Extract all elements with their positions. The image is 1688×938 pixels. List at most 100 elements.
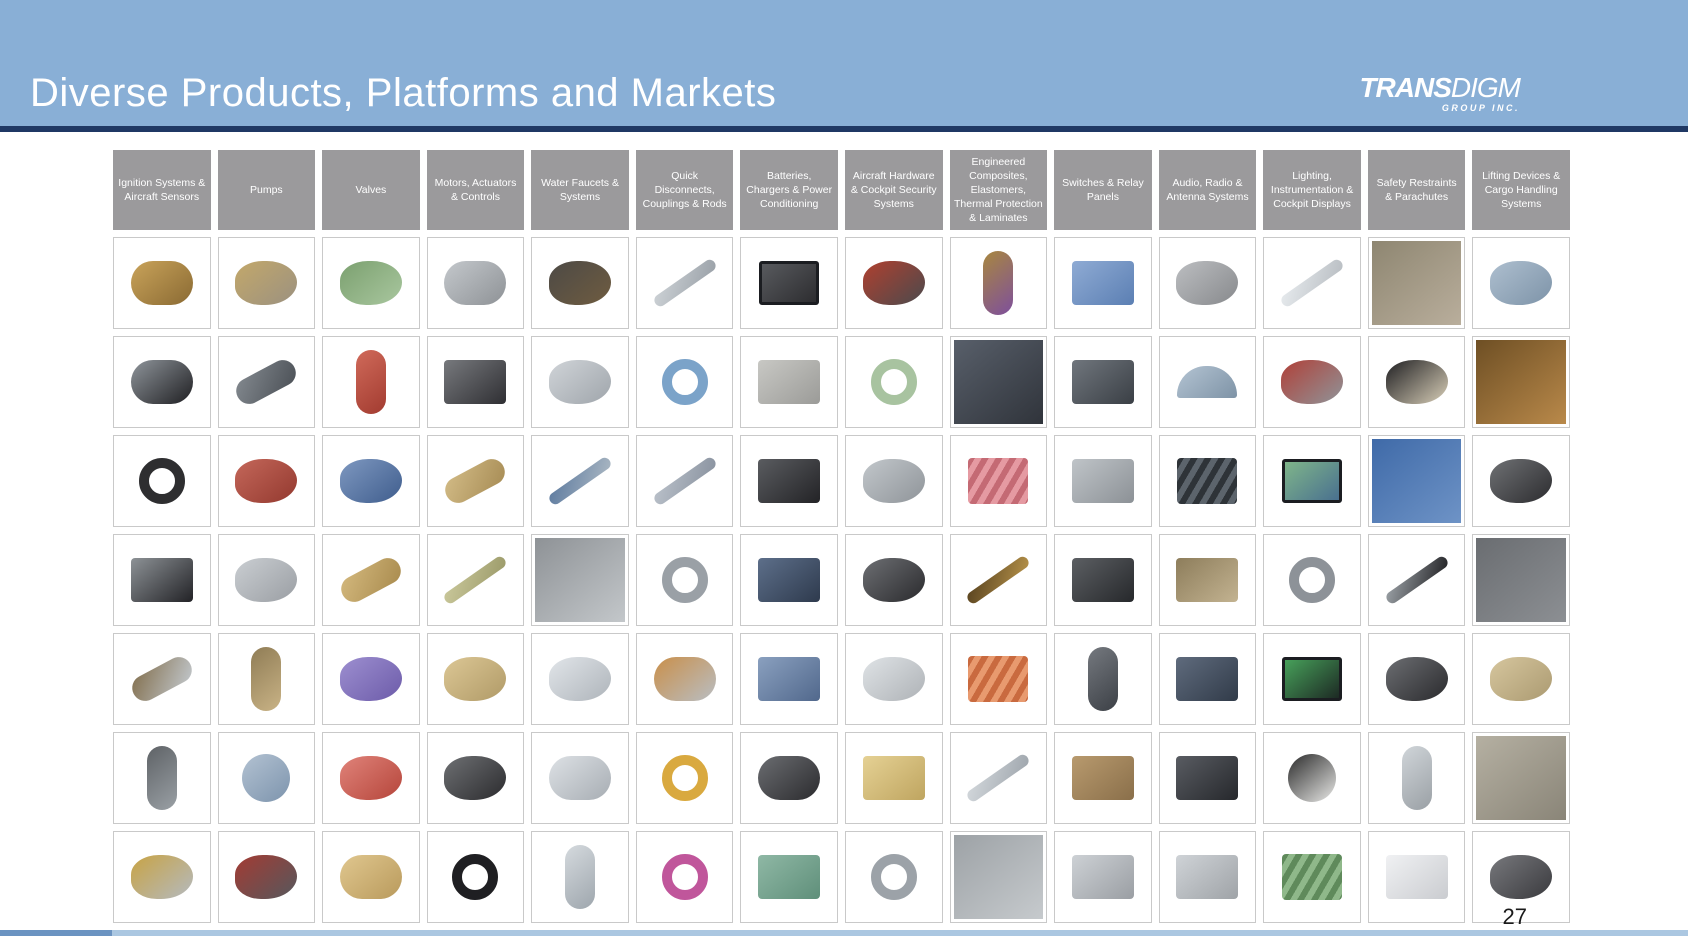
column-header: Motors, Actuators & Controls bbox=[426, 150, 525, 230]
product-cell bbox=[635, 336, 734, 428]
product-photo bbox=[661, 854, 708, 900]
transdigm-logo: TRANSDIGM GROUP INC. bbox=[1359, 74, 1521, 113]
column-header: Valves bbox=[322, 150, 420, 230]
product-photo bbox=[1281, 360, 1344, 404]
product-photo bbox=[251, 647, 282, 711]
product-cell bbox=[740, 732, 838, 824]
product-photo bbox=[1176, 855, 1239, 899]
product-photo bbox=[444, 756, 507, 800]
product-photo bbox=[235, 855, 298, 899]
page-title: Diverse Products, Platforms and Markets bbox=[30, 71, 777, 115]
product-photo bbox=[862, 657, 925, 701]
product-cell bbox=[113, 237, 211, 329]
product-photo bbox=[1490, 855, 1553, 899]
product-cell bbox=[1472, 633, 1570, 725]
product-cell bbox=[531, 732, 629, 824]
product-cell bbox=[635, 534, 734, 626]
product-cell bbox=[635, 237, 734, 329]
product-cell bbox=[1158, 237, 1257, 329]
product-photo bbox=[549, 360, 612, 404]
product-photo bbox=[452, 854, 499, 900]
product-cell bbox=[740, 831, 838, 923]
product-photo bbox=[759, 261, 820, 305]
product-photo bbox=[442, 554, 509, 606]
product-cell bbox=[844, 336, 943, 428]
product-photo bbox=[1071, 261, 1134, 305]
product-photo bbox=[1177, 366, 1238, 398]
product-cell bbox=[426, 336, 525, 428]
product-photo bbox=[953, 835, 1044, 919]
product-cell bbox=[1472, 732, 1570, 824]
product-cell bbox=[740, 435, 838, 527]
product-cell bbox=[844, 633, 943, 725]
column-header: Aircraft Hardware & Cockpit Security Sys… bbox=[844, 150, 943, 230]
product-photo bbox=[547, 455, 613, 507]
product-cell bbox=[217, 435, 316, 527]
product-cell bbox=[1158, 435, 1257, 527]
product-cell bbox=[1158, 732, 1257, 824]
column-header: Pumps bbox=[217, 150, 316, 230]
product-cell bbox=[1054, 732, 1152, 824]
column-header: Ignition Systems & Aircraft Sensors bbox=[113, 150, 211, 230]
product-photo bbox=[130, 261, 193, 305]
product-cell bbox=[322, 831, 420, 923]
product-cell bbox=[217, 633, 316, 725]
product-photo bbox=[758, 855, 821, 899]
product-cell bbox=[1472, 336, 1570, 428]
product-cell bbox=[113, 633, 211, 725]
product-photo bbox=[1490, 459, 1553, 503]
product-cell bbox=[1263, 534, 1361, 626]
product-photo bbox=[983, 251, 1014, 315]
product-photo bbox=[1476, 736, 1566, 820]
product-photo bbox=[1385, 855, 1448, 899]
product-cell bbox=[1367, 237, 1466, 329]
column-header: Engineered Composites, Elastomers, Therm… bbox=[949, 150, 1048, 230]
product-cell bbox=[635, 435, 734, 527]
product-cell bbox=[1367, 633, 1466, 725]
product-photo bbox=[965, 752, 1032, 804]
product-cell bbox=[531, 435, 629, 527]
product-cell bbox=[1367, 831, 1466, 923]
product-photo bbox=[549, 657, 612, 701]
product-photo bbox=[1071, 360, 1134, 404]
title-bar: Diverse Products, Platforms and Markets … bbox=[0, 0, 1688, 132]
product-cell bbox=[1367, 534, 1466, 626]
column-header: Water Faucets & Systems bbox=[531, 150, 629, 230]
column-header: Lifting Devices & Cargo Handling Systems bbox=[1472, 150, 1570, 230]
product-cell bbox=[1472, 237, 1570, 329]
product-photo bbox=[862, 459, 925, 503]
product-cell bbox=[635, 732, 734, 824]
product-photo bbox=[870, 359, 917, 405]
product-photo bbox=[1176, 756, 1239, 800]
product-photo bbox=[339, 855, 402, 899]
product-photo bbox=[870, 854, 917, 900]
product-photo bbox=[1401, 746, 1432, 810]
column-header: Audio, Radio & Antenna Systems bbox=[1158, 150, 1257, 230]
product-cell bbox=[531, 237, 629, 329]
product-photo bbox=[758, 459, 821, 503]
product-photo bbox=[130, 558, 193, 602]
product-cell bbox=[113, 831, 211, 923]
product-photo bbox=[661, 755, 708, 801]
product-cell bbox=[426, 435, 525, 527]
product-photo bbox=[758, 657, 821, 701]
product-photo bbox=[565, 845, 596, 909]
product-photo bbox=[653, 657, 716, 701]
product-photo bbox=[1279, 257, 1345, 309]
product-cell bbox=[1263, 732, 1361, 824]
product-cell bbox=[1367, 336, 1466, 428]
product-cell bbox=[1367, 732, 1466, 824]
product-photo bbox=[339, 756, 402, 800]
product-photo bbox=[1071, 459, 1134, 503]
product-photo bbox=[130, 855, 193, 899]
logo-subtitle: GROUP INC. bbox=[1441, 103, 1520, 113]
product-cell bbox=[531, 831, 629, 923]
product-cell bbox=[113, 732, 211, 824]
column-header: Safety Restraints & Parachutes bbox=[1367, 150, 1466, 230]
product-cell bbox=[1472, 831, 1570, 923]
product-photo bbox=[862, 558, 925, 602]
product-cell bbox=[531, 633, 629, 725]
product-cell bbox=[1054, 534, 1152, 626]
product-cell bbox=[635, 831, 734, 923]
column-header: Switches & Relay Panels bbox=[1054, 150, 1152, 230]
